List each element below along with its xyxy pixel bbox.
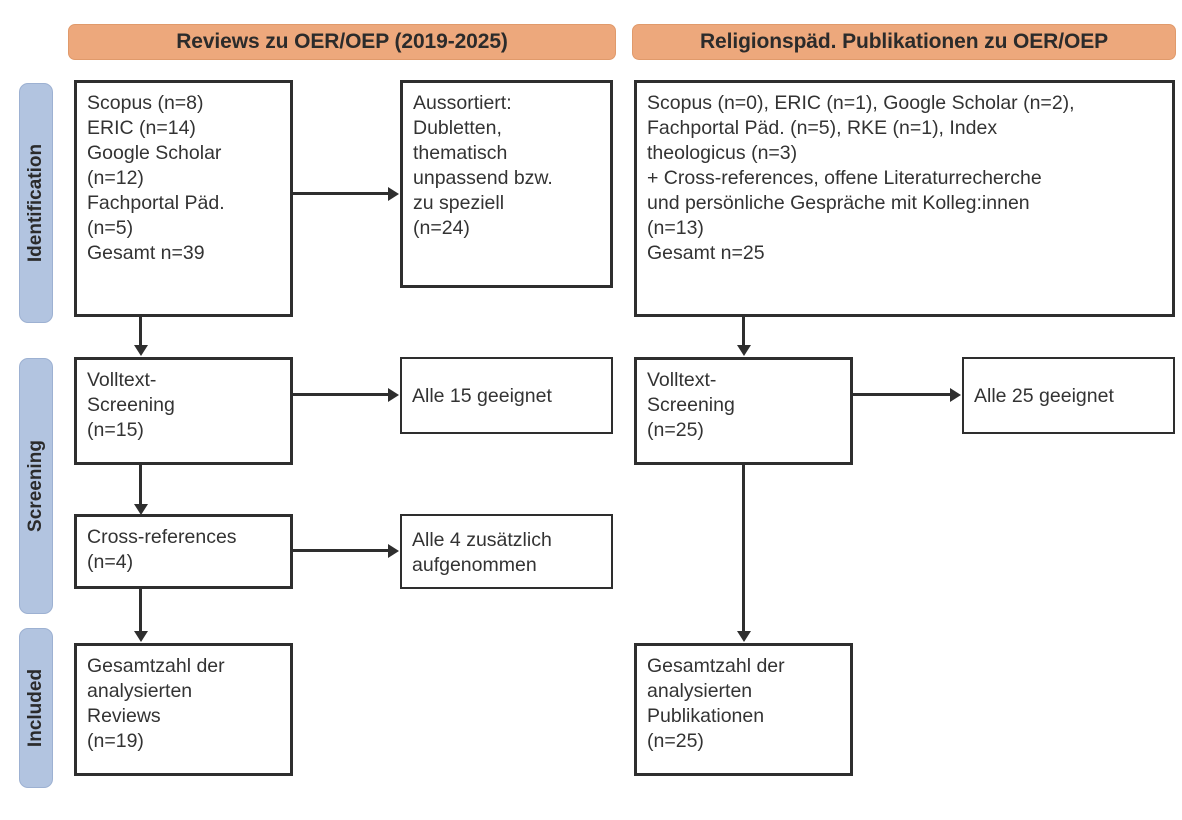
column-header-right: Religionspäd. Publikationen zu OER/OEP [632, 24, 1176, 60]
connector-left-crossrefs-to-result [293, 549, 388, 552]
box-right-screening-result: Alle 25 geeignet [962, 357, 1175, 434]
box-left-included-total: Gesamtzahl der analysierten Reviews (n=1… [74, 643, 293, 776]
connector-right-identification-to-screening [742, 317, 745, 349]
box-left-identification-sources: Scopus (n=8) ERIC (n=14) Google Scholar … [74, 80, 293, 317]
stage-pill-screening: Screening [19, 358, 53, 614]
box-left-excluded: Aussortiert: Dubletten, thematisch unpas… [400, 80, 613, 288]
connector-right-screening-to-result [853, 393, 950, 396]
connector-left-identification-to-excluded [293, 192, 388, 195]
box-left-fulltext-screening: Volltext- Screening (n=15) [74, 357, 293, 465]
box-right-fulltext-screening: Volltext- Screening (n=25) [634, 357, 853, 465]
box-right-included-total: Gesamtzahl der analysierten Publikatione… [634, 643, 853, 776]
arrowhead-left-identification-to-screening [133, 345, 148, 356]
arrowhead-right-screening-to-result [950, 387, 961, 402]
connector-left-screening-to-crossrefs [139, 465, 142, 508]
stage-label-screening: Screening [25, 440, 46, 532]
arrowhead-right-identification-to-screening [736, 345, 751, 356]
stage-label-identification: Identification [25, 143, 46, 263]
connector-left-crossrefs-to-included [139, 589, 142, 635]
connector-left-identification-to-screening [139, 317, 142, 349]
box-right-identification-sources: Scopus (n=0), ERIC (n=1), Google Scholar… [634, 80, 1175, 317]
stage-pill-identification: Identification [19, 83, 53, 323]
arrowhead-right-screening-to-included [736, 631, 751, 642]
arrowhead-left-identification-to-excluded [388, 186, 399, 201]
connector-left-screening-to-result [293, 393, 388, 396]
column-header-left: Reviews zu OER/OEP (2019-2025) [68, 24, 616, 60]
arrowhead-left-crossrefs-to-result [388, 543, 399, 558]
box-left-screening-result: Alle 15 geeignet [400, 357, 613, 434]
stage-label-included: Included [25, 668, 46, 748]
box-left-crossreferences: Cross-references (n=4) [74, 514, 293, 589]
connector-right-screening-to-included [742, 465, 745, 635]
arrowhead-left-screening-to-crossrefs [133, 504, 148, 515]
arrowhead-left-screening-to-result [388, 387, 399, 402]
box-left-crossreferences-result: Alle 4 zusätzlich aufgenommen [400, 514, 613, 589]
arrowhead-left-crossrefs-to-included [133, 631, 148, 642]
stage-pill-included: Included [19, 628, 53, 788]
